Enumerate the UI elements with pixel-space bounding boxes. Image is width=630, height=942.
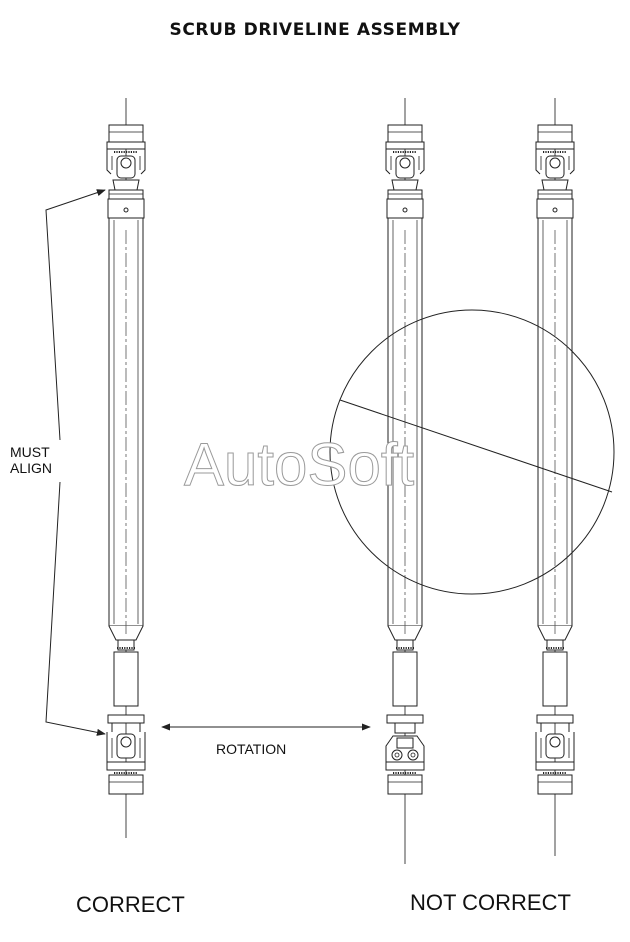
must-align-line1: MUST — [10, 444, 50, 460]
upper-u-joint — [106, 124, 146, 219]
incorrect-driveline — [535, 98, 575, 856]
correct-label: CORRECT — [76, 892, 185, 917]
must-align-label: MUST ALIGN — [10, 444, 52, 476]
correct-driveline — [106, 98, 146, 838]
lower-u-joint-rotated — [385, 714, 425, 795]
not-correct-label: NOT CORRECT — [410, 890, 571, 915]
autosoft-watermark: AutoSoft — [183, 431, 415, 499]
upper-u-joint — [385, 124, 425, 219]
incorrect-driveline-rotated — [385, 98, 425, 864]
not-symbol-circle — [329, 309, 615, 595]
upper-u-joint — [535, 124, 575, 219]
diagram-title: SCRUB DRIVELINE ASSEMBLY — [169, 20, 461, 40]
not-symbol-slash — [339, 399, 613, 493]
must-align-line2: ALIGN — [10, 460, 53, 476]
align-arrow-bottom — [45, 481, 106, 736]
align-arrow-top — [45, 189, 106, 441]
rotation-label: ROTATION — [216, 741, 287, 757]
